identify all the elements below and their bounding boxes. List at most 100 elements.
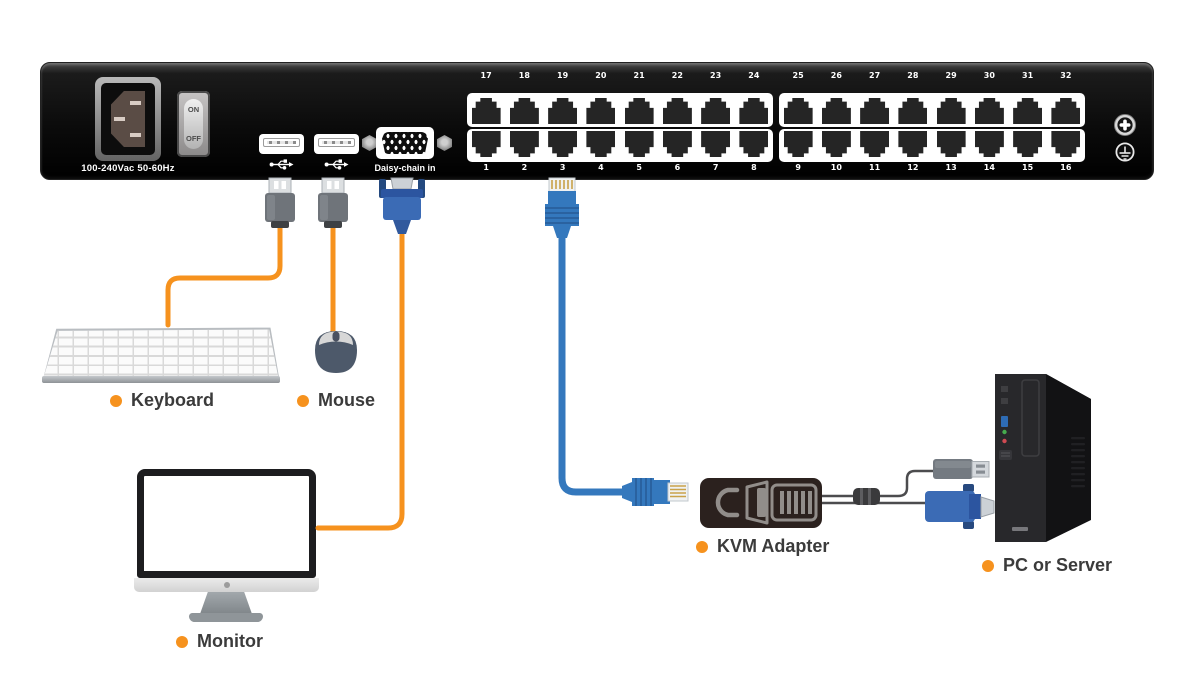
port-number: 27 xyxy=(869,71,881,80)
port-number: 20 xyxy=(595,71,607,80)
kvm-switch-rear-panel: 100-240Vac 50-60Hz ON OFF xyxy=(40,62,1154,180)
rj45-panel xyxy=(779,129,1085,162)
port-number: 32 xyxy=(1060,71,1072,80)
power-switch[interactable]: ON OFF xyxy=(177,91,210,157)
port-number: 9 xyxy=(795,163,801,172)
port-number: 25 xyxy=(792,71,804,80)
port-number: 6 xyxy=(674,163,681,172)
usb-port-2 xyxy=(314,134,359,154)
bullet-icon xyxy=(696,540,708,553)
rj45-port xyxy=(662,131,692,157)
rj45-port xyxy=(509,98,539,124)
front-usb-port xyxy=(1001,416,1008,427)
rj45-port xyxy=(624,131,654,157)
rj45-port xyxy=(471,98,501,124)
rj45-port xyxy=(1013,131,1043,157)
port-number: 24 xyxy=(748,71,760,80)
rj45-port xyxy=(586,131,616,157)
power-rating-label: 100-240Vac 50-60Hz xyxy=(81,163,175,174)
port-number: 28 xyxy=(907,71,919,80)
port-number: 23 xyxy=(710,71,722,80)
daisy-chain-vga-port xyxy=(376,127,434,159)
rj45-port xyxy=(739,98,769,124)
usb-icon xyxy=(324,159,349,170)
rj45-port xyxy=(1051,131,1081,157)
rj45-port xyxy=(548,98,578,124)
port-number: 26 xyxy=(830,71,842,80)
pc-tower xyxy=(995,374,1091,542)
adapter-usb-wire xyxy=(820,469,934,498)
port-number-row: 25 26 27 28 29 30 31 32 xyxy=(779,71,1085,83)
usb-port-1 xyxy=(259,134,304,154)
port-number: 15 xyxy=(1022,163,1034,172)
port-number: 18 xyxy=(518,71,530,80)
usb-plug-keyboard xyxy=(265,177,295,228)
port-number: 8 xyxy=(751,163,757,172)
port-number: 2 xyxy=(521,163,528,172)
power-inlet xyxy=(95,77,161,161)
bullet-icon xyxy=(176,635,188,648)
rj45-port xyxy=(821,131,851,157)
mouse-label: Mouse xyxy=(297,390,375,411)
rj45-port xyxy=(471,131,501,157)
rj45-port xyxy=(624,98,654,124)
rj45-port xyxy=(936,131,966,157)
port-number: 13 xyxy=(945,163,957,172)
monitor-base xyxy=(189,613,263,622)
port-number: 3 xyxy=(559,163,566,172)
rj45-panel xyxy=(467,129,773,162)
monitor-label: Monitor xyxy=(176,631,263,652)
keyboard-cable xyxy=(165,223,283,328)
c14-socket xyxy=(111,91,145,147)
rj45-port xyxy=(509,131,539,157)
port-number: 12 xyxy=(907,163,919,172)
rj45-port xyxy=(821,98,851,124)
cat5-cable xyxy=(558,230,630,496)
rj45-port xyxy=(586,98,616,124)
scroll-wheel xyxy=(332,331,340,342)
vga-plug-pc xyxy=(925,484,995,529)
rj45-port xyxy=(1013,98,1043,124)
rj45-plug-top xyxy=(545,177,579,238)
port-number: 10 xyxy=(830,163,842,172)
rj45-port xyxy=(860,98,890,124)
monitor-stand xyxy=(200,592,252,614)
kvm-adapter xyxy=(700,478,822,528)
port-number: 19 xyxy=(557,71,569,80)
optical-drive xyxy=(1021,379,1040,457)
port-number: 17 xyxy=(480,71,492,80)
rj45-panel xyxy=(467,93,773,127)
vga-plug-daisy-chain xyxy=(379,177,425,234)
rj45-port xyxy=(701,98,731,124)
port-number: 29 xyxy=(945,71,957,80)
keyboard-keys xyxy=(44,329,278,376)
daisy-chain-label: Daisy-chain in xyxy=(374,163,436,173)
bullet-icon xyxy=(982,559,994,572)
rj45-port xyxy=(898,131,928,157)
port-number: 7 xyxy=(712,163,719,172)
rj45-port xyxy=(783,131,813,157)
port-number: 1 xyxy=(483,163,489,172)
usb-plug-mouse xyxy=(318,177,348,228)
ferrite-bead xyxy=(853,488,880,505)
bullet-icon xyxy=(297,394,309,407)
monitor-chin xyxy=(134,578,319,592)
pc-or-server-label: PC or Server xyxy=(982,555,1112,576)
port-number: 21 xyxy=(633,71,645,80)
hex-screw xyxy=(437,135,452,151)
power-off-label: OFF xyxy=(186,133,201,143)
port-number: 30 xyxy=(983,71,995,80)
rj45-port xyxy=(860,131,890,157)
monitor-cable xyxy=(315,227,405,531)
rj45-port xyxy=(974,131,1004,157)
port-number: 11 xyxy=(869,163,881,172)
port-number: 22 xyxy=(671,71,683,80)
keyboard-label: Keyboard xyxy=(110,390,214,411)
hex-screw xyxy=(362,135,377,151)
rj45-port xyxy=(974,98,1004,124)
port-number: 31 xyxy=(1022,71,1034,80)
rj45-port xyxy=(701,131,731,157)
